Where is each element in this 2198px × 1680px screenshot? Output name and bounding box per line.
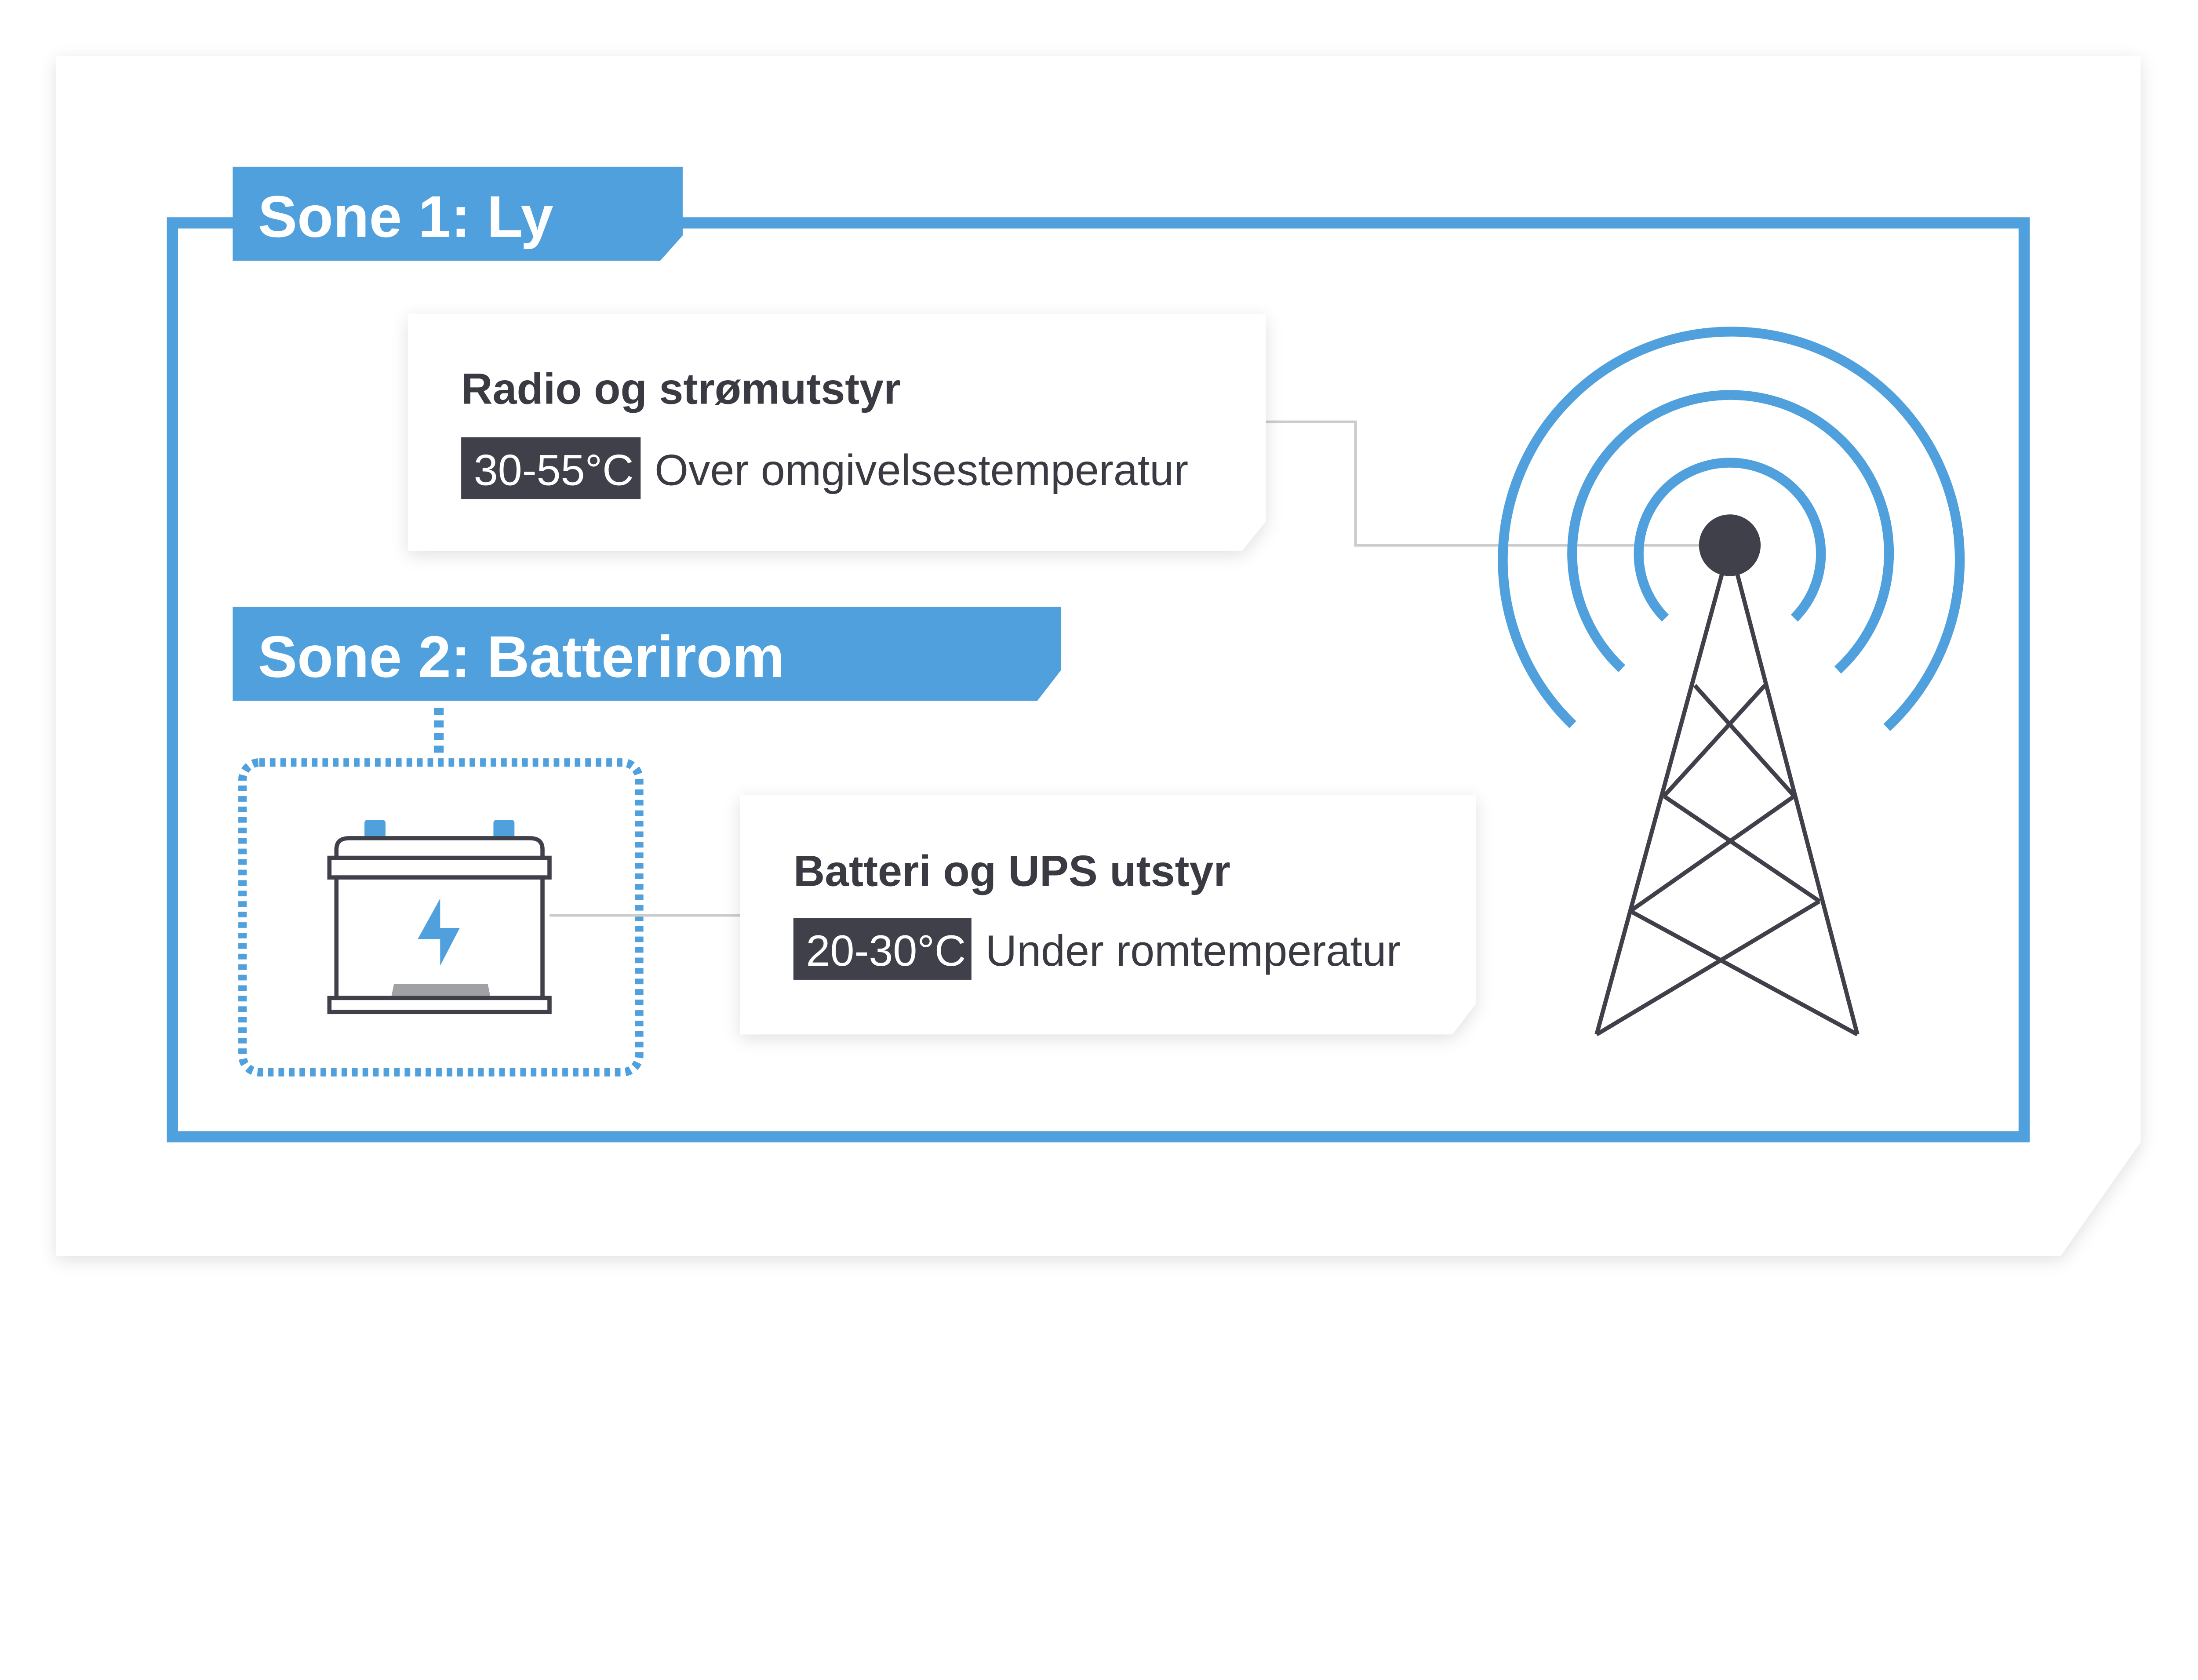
zone1-label-text: Sone 1: Ly — [258, 184, 553, 250]
radio-temp-badge — [461, 437, 641, 499]
radio-tower-icon — [1594, 514, 1860, 1036]
radio-title: Radio og strømutstyr — [461, 364, 901, 413]
lightning-bolt-icon — [418, 898, 460, 966]
battery-info-box: Batteri og UPS utstyr 20-30°C Under romt… — [740, 795, 1476, 1035]
radio-connector-line — [1266, 420, 1703, 547]
zone2-label: Sone 2: Batterirom — [233, 607, 1061, 701]
battery-temp-description: Under romtemperatur — [986, 927, 1401, 975]
zone1-label: Sone 1: Ly — [233, 167, 683, 261]
signal-waves-icon — [1498, 327, 1965, 731]
battery-icon — [327, 820, 552, 1015]
battery-room-dotted-frame — [238, 758, 644, 1076]
radio-info-box: Radio og strømutstyr 30-55°C Over omgive… — [408, 314, 1266, 551]
zone-diagram: Sone 1: Ly Radio og strømutstyr 30-55°C … — [56, 56, 2141, 1256]
battery-temp-range: 20-30°C — [806, 927, 966, 975]
zone2-label-text: Sone 2: Batterirom — [258, 624, 785, 690]
radio-temp-range: 30-55°C — [474, 446, 634, 494]
battery-title: Batteri og UPS utstyr — [793, 847, 1230, 895]
zone1-frame — [167, 217, 2030, 1142]
radio-temp-description: Over omgivelsestemperatur — [655, 446, 1188, 494]
battery-temp-badge — [793, 918, 972, 980]
